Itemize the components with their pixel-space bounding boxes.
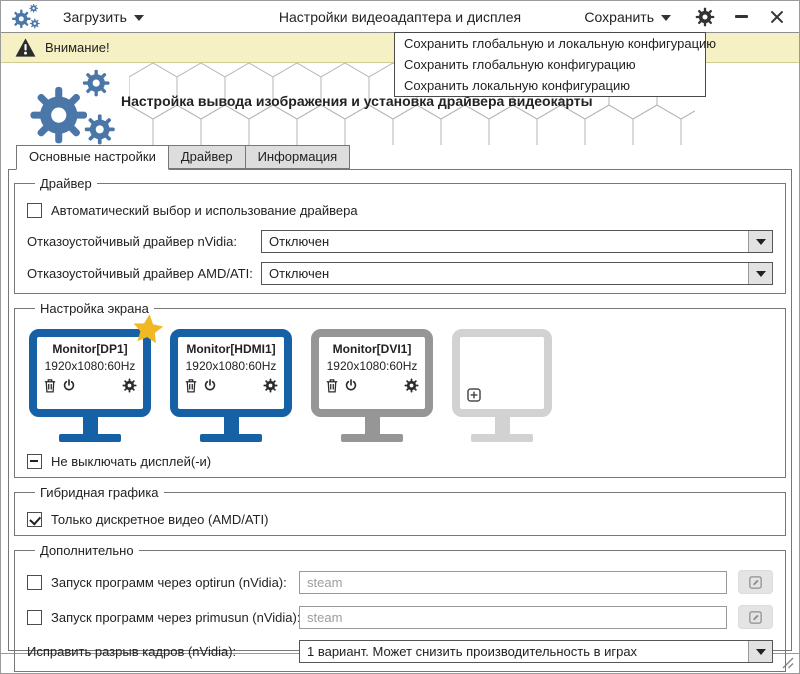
gear-icon[interactable]: [122, 378, 137, 393]
amd-failsafe-select[interactable]: Отключен: [261, 262, 773, 285]
warning-text: Внимание!: [45, 40, 110, 55]
settings-gear-button[interactable]: [695, 7, 715, 27]
amd-failsafe-label: Отказоустойчивый драйвер AMD/ATI:: [27, 266, 253, 281]
menu-item-save-local[interactable]: Сохранить локальную конфигурацию: [404, 78, 630, 93]
save-button-label: Сохранить: [584, 8, 654, 25]
chevron-down-icon: [748, 231, 772, 252]
close-button[interactable]: [769, 9, 785, 25]
group-extra: Дополнительно Запуск программ через opti…: [14, 543, 786, 672]
title-bar: Загрузить Настройки видеоадаптера и дисп…: [1, 1, 799, 33]
nvidia-failsafe-label: Отказоустойчивый драйвер nVidia:: [27, 234, 237, 249]
optirun-input[interactable]: [299, 570, 727, 594]
monitor-card-hdmi1[interactable]: Monitor[HDMI1] 1920x1080:60Hz: [170, 329, 292, 442]
primusun-edit-button[interactable]: [738, 605, 773, 629]
group-driver: Драйвер Автоматический выбор и использов…: [14, 176, 786, 294]
checkbox-keep-display-on-label: Не выключать дисплей(-и): [51, 454, 212, 469]
monitor-name: Monitor[DP1]: [52, 342, 128, 356]
tab-info[interactable]: Информация: [244, 145, 351, 169]
checkbox-primusun-label: Запуск программ через primusun (nVidia):: [51, 609, 301, 625]
monitor-card-dvi1[interactable]: Monitor[DVI1] 1920x1080:60Hz: [311, 329, 433, 442]
nvidia-failsafe-value: Отключен: [269, 234, 330, 249]
pencil-icon: [748, 610, 763, 625]
tab-main-settings[interactable]: Основные настройки: [16, 145, 169, 170]
trash-icon[interactable]: [325, 378, 339, 393]
monitor-base: [59, 434, 121, 442]
monitor-base: [341, 434, 403, 442]
checkbox-keep-display-on[interactable]: [27, 454, 42, 469]
save-dropdown-menu: Сохранить глобальную и локальную конфигу…: [394, 32, 717, 97]
app-logo-gears-icon: [27, 67, 119, 145]
chevron-down-icon: [748, 263, 772, 284]
monitor-stand: [223, 417, 239, 434]
minimize-button[interactable]: [735, 8, 749, 26]
load-button[interactable]: Загрузить: [59, 7, 148, 27]
monitor-card-add[interactable]: [452, 329, 552, 442]
monitor-stand: [364, 417, 380, 434]
trash-icon[interactable]: [43, 378, 57, 393]
group-extra-title: Дополнительно: [40, 543, 134, 558]
checkbox-primusun[interactable]: [27, 609, 42, 625]
tearing-fix-label: Исправить разрыв кадров (nVidia):: [27, 644, 237, 659]
warning-triangle-icon: [15, 38, 36, 57]
primusun-input[interactable]: [299, 605, 727, 629]
optirun-edit-button[interactable]: [738, 570, 773, 594]
tab-panel: Драйвер Автоматический выбор и использов…: [8, 169, 792, 672]
gear-icon[interactable]: [404, 378, 419, 393]
checkbox-auto-driver-label: Автоматический выбор и использование дра…: [51, 203, 358, 218]
checkbox-optirun[interactable]: [27, 574, 42, 590]
group-driver-title: Драйвер: [40, 176, 92, 191]
menu-item-save-global[interactable]: Сохранить глобальную конфигурацию: [404, 57, 636, 72]
amd-failsafe-value: Отключен: [269, 266, 330, 281]
power-icon[interactable]: [203, 378, 217, 393]
group-hybrid-graphics-title: Гибридная графика: [40, 485, 159, 500]
chevron-down-icon: [748, 641, 772, 662]
menu-item-save-global-local[interactable]: Сохранить глобальную и локальную конфигу…: [404, 36, 717, 51]
chevron-down-icon: [133, 14, 144, 21]
checkbox-optirun-label: Запуск программ через optirun (nVidia):: [51, 574, 287, 590]
monitor-name: Monitor[DVI1]: [332, 342, 412, 356]
tearing-fix-value: 1 вариант. Может снизить производительно…: [307, 644, 638, 659]
app-gears-icon: [11, 3, 41, 30]
checkbox-discrete-only[interactable]: [27, 512, 42, 527]
checkbox-discrete-only-label: Только дискретное видео (AMD/ATI): [51, 512, 269, 527]
page-title: Настройка вывода изображения и установка…: [121, 93, 593, 109]
power-icon[interactable]: [62, 378, 76, 393]
monitor-stand: [494, 417, 510, 434]
plus-box-icon[interactable]: [467, 388, 481, 402]
pencil-icon: [748, 575, 763, 590]
group-screen-setup-title: Настройка экрана: [40, 301, 149, 316]
monitor-base: [471, 434, 533, 442]
monitor-list: Monitor[DP1] 1920x1080:60Hz Monitor[HDMI…: [27, 329, 773, 442]
window-title: Настройки видеоадаптера и дисплея: [278, 8, 522, 25]
nvidia-failsafe-select[interactable]: Отключен: [261, 230, 773, 253]
monitor-base: [200, 434, 262, 442]
chevron-down-icon: [661, 14, 671, 21]
tab-bar: Основные настройки Драйвер Информация: [1, 145, 799, 170]
monitor-name: Monitor[HDMI1]: [186, 342, 276, 356]
monitor-resolution: 1920x1080:60Hz: [44, 359, 136, 373]
tearing-fix-select[interactable]: 1 вариант. Может снизить производительно…: [299, 640, 773, 663]
power-icon[interactable]: [344, 378, 358, 393]
tab-driver[interactable]: Драйвер: [167, 145, 246, 169]
monitor-stand: [82, 417, 98, 434]
gear-icon[interactable]: [263, 378, 278, 393]
trash-icon[interactable]: [184, 378, 198, 393]
star-icon: [129, 310, 166, 347]
load-button-label: Загрузить: [63, 8, 127, 25]
monitor-resolution: 1920x1080:60Hz: [185, 359, 277, 373]
group-hybrid-graphics: Гибридная графика Только дискретное виде…: [14, 485, 786, 536]
checkbox-auto-driver[interactable]: [27, 203, 42, 218]
minimize-icon: [735, 15, 748, 18]
monitor-card-dp1[interactable]: Monitor[DP1] 1920x1080:60Hz: [29, 329, 151, 442]
group-screen-setup: Настройка экрана Monitor[DP1] 1920x1080:…: [14, 301, 786, 478]
resize-grip-icon[interactable]: [781, 656, 794, 669]
monitor-resolution: 1920x1080:60Hz: [326, 359, 418, 373]
save-button[interactable]: Сохранить: [580, 7, 675, 27]
